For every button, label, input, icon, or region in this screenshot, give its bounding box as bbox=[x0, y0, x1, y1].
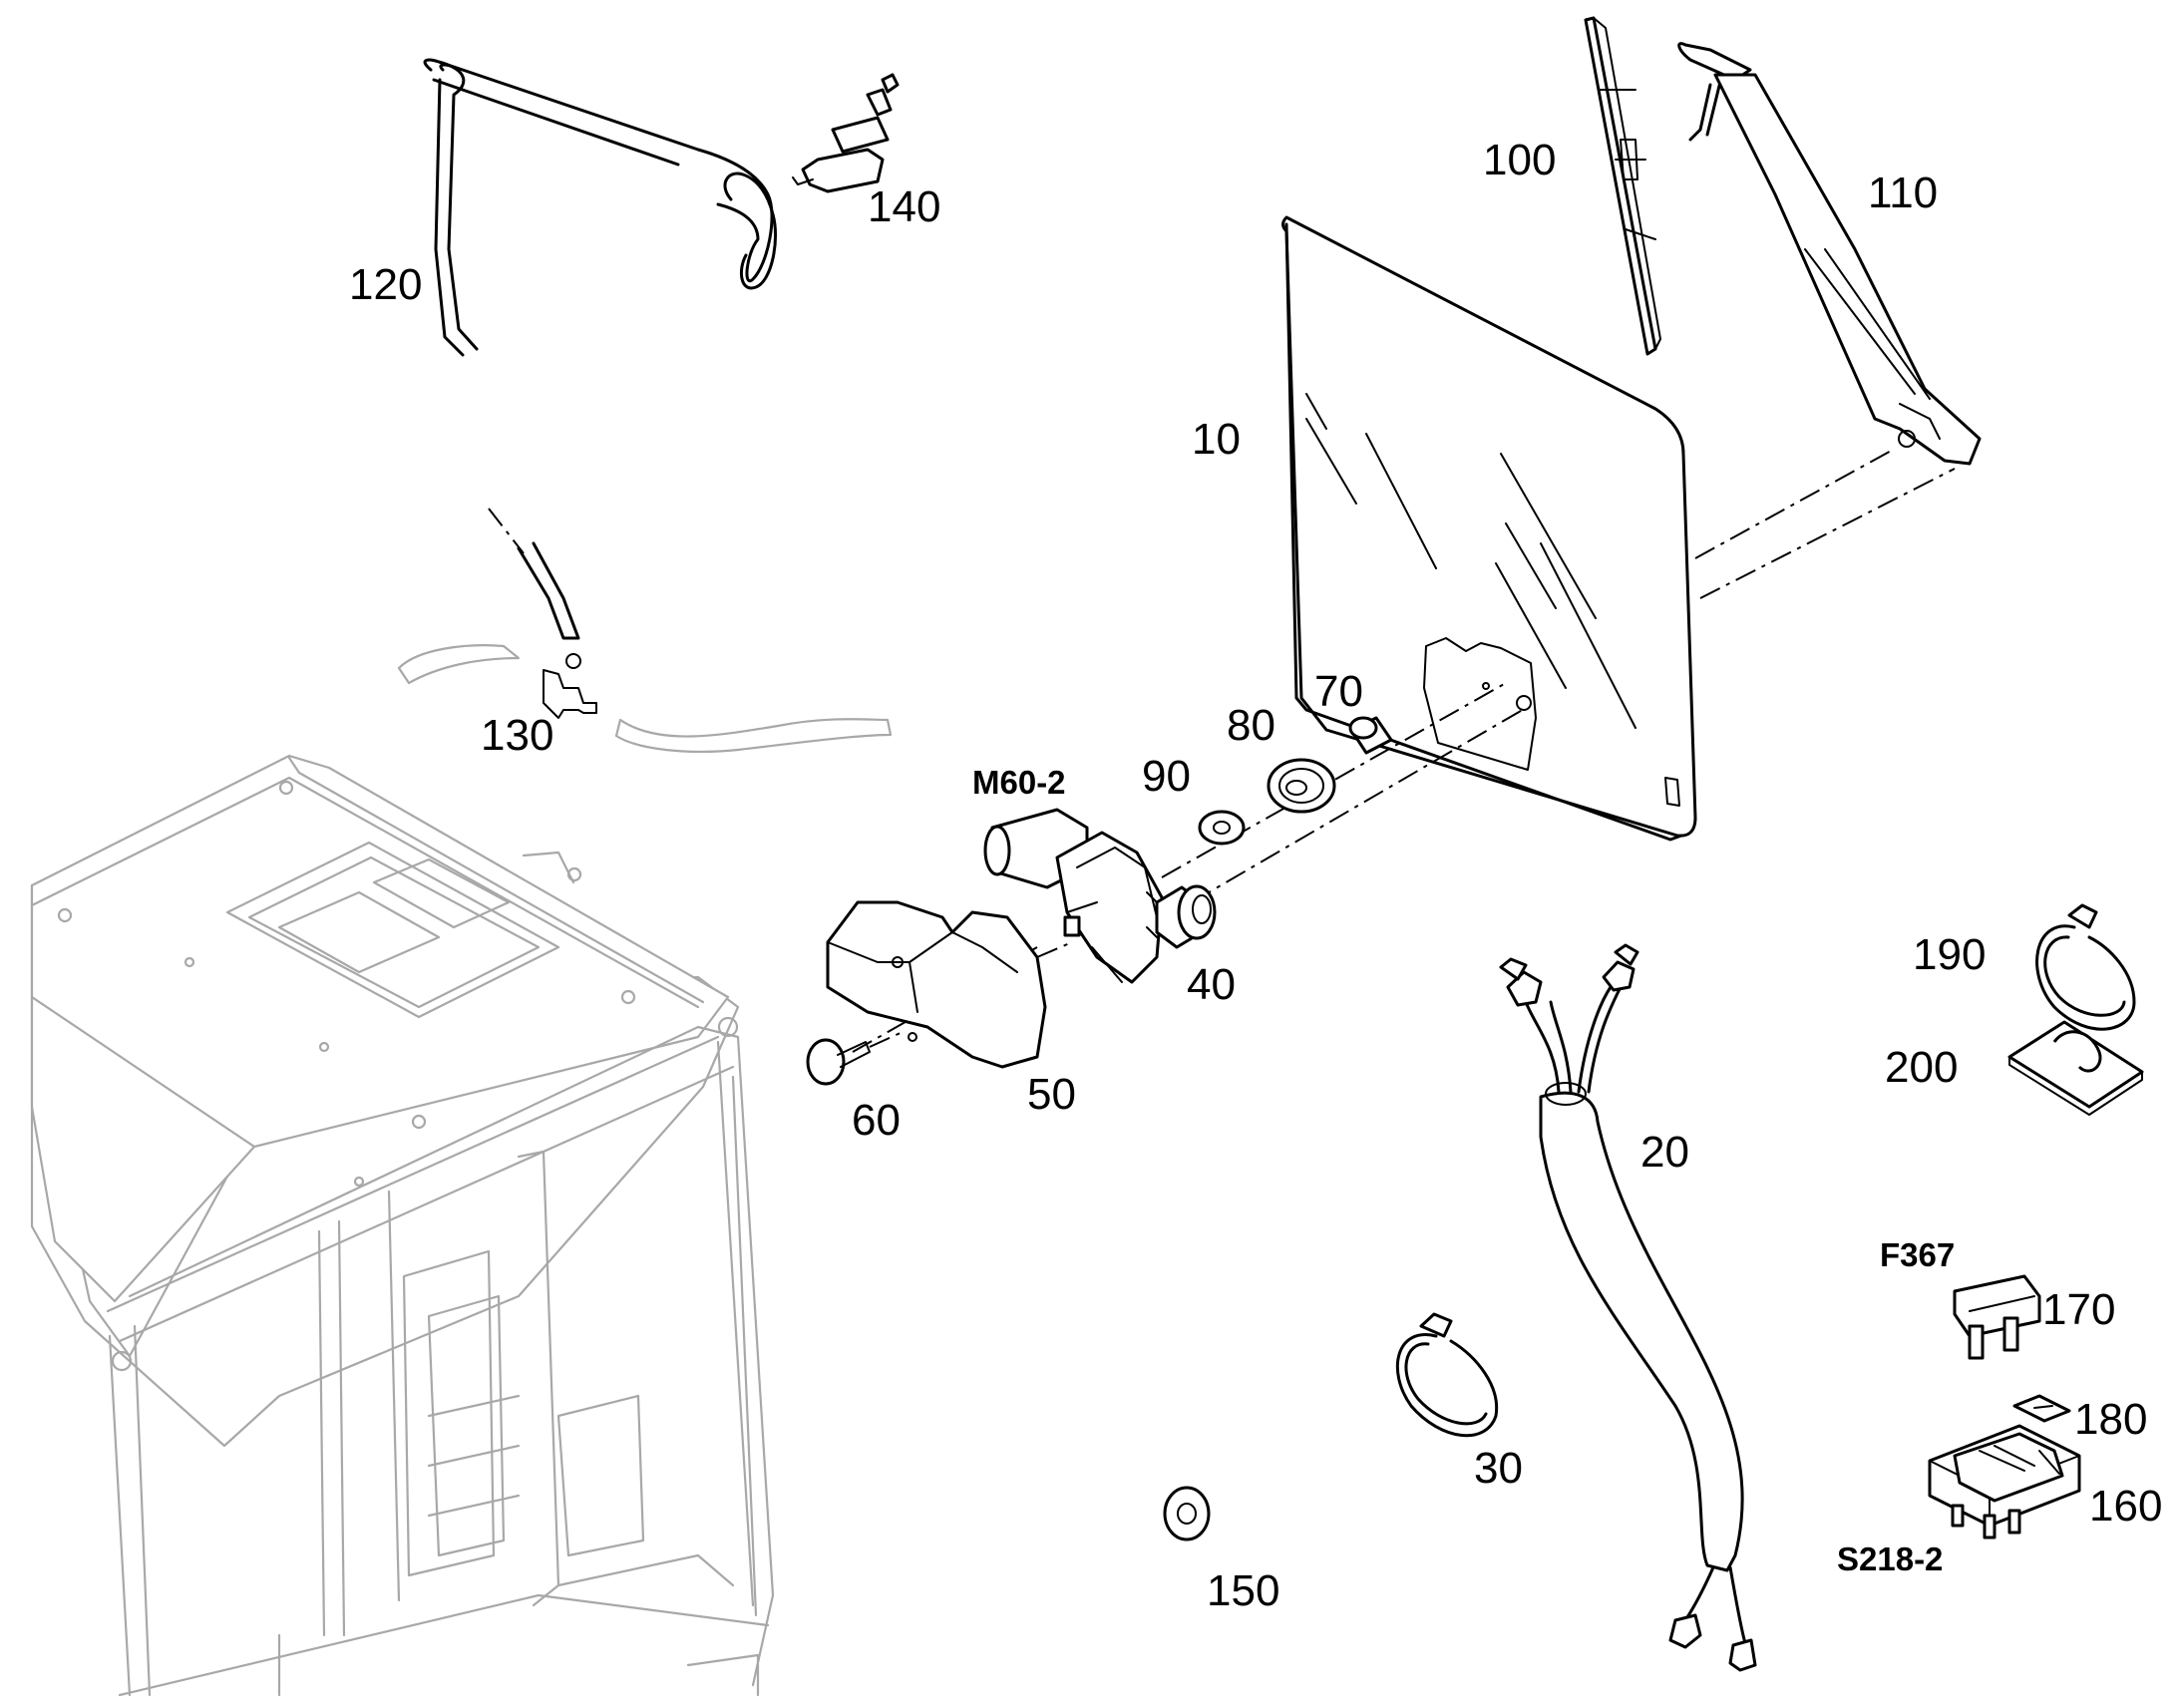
hose-clamp-30 bbox=[1395, 1312, 1499, 1438]
label-110: 110 bbox=[1868, 169, 1938, 217]
window-glass-10 bbox=[1281, 215, 1697, 842]
label-200: 200 bbox=[1885, 1043, 1958, 1092]
hose-clamp-190 bbox=[2035, 903, 2136, 1031]
label-90: 90 bbox=[1142, 752, 1191, 801]
label-100: 100 bbox=[1483, 136, 1556, 184]
label-20: 20 bbox=[1640, 1128, 1689, 1177]
label-140: 140 bbox=[868, 182, 940, 231]
label-150: 150 bbox=[1207, 1566, 1279, 1615]
t-connector-130 bbox=[397, 644, 893, 753]
label-40: 40 bbox=[1187, 960, 1236, 1009]
wiper-blade-100 bbox=[1584, 16, 1661, 356]
label-80: 80 bbox=[1227, 701, 1275, 750]
label-30: 30 bbox=[1474, 1444, 1523, 1493]
wiper-motor-m60-2 bbox=[983, 808, 1217, 984]
washer-nozzle-140 bbox=[792, 73, 900, 193]
label-60: 60 bbox=[852, 1096, 901, 1145]
label-s218-2: S218-2 bbox=[1837, 1540, 1943, 1577]
bush-70 bbox=[1348, 716, 1393, 755]
label-130: 130 bbox=[481, 711, 553, 760]
label-190: 190 bbox=[1913, 930, 1986, 979]
wiper-arm-110 bbox=[1677, 42, 1982, 466]
switch-label-180 bbox=[2012, 1394, 2071, 1423]
cable-tie-base-200 bbox=[2007, 1020, 2144, 1116]
label-10: 10 bbox=[1192, 415, 1241, 464]
rocker-switch-160 bbox=[1928, 1424, 2081, 1539]
wiring-harness-20 bbox=[1499, 943, 1757, 1672]
label-160: 160 bbox=[2089, 1482, 2162, 1531]
washer-90 bbox=[1198, 810, 1246, 846]
label-170: 170 bbox=[2042, 1285, 2115, 1334]
fuse-170 bbox=[1953, 1274, 2041, 1360]
label-50: 50 bbox=[1027, 1070, 1076, 1119]
screw-60 bbox=[806, 1031, 904, 1086]
label-70: 70 bbox=[1314, 667, 1363, 716]
washer-150 bbox=[1163, 1486, 1211, 1541]
label-120: 120 bbox=[349, 260, 422, 309]
washer-hose-120 bbox=[423, 58, 777, 640]
grommet-80 bbox=[1267, 758, 1336, 814]
label-m60-2: M60-2 bbox=[972, 764, 1066, 801]
motor-cover-50 bbox=[826, 900, 1073, 1069]
label-f367: F367 bbox=[1880, 1236, 1955, 1273]
label-180: 180 bbox=[2074, 1395, 2147, 1444]
cab-outline bbox=[30, 754, 775, 1697]
